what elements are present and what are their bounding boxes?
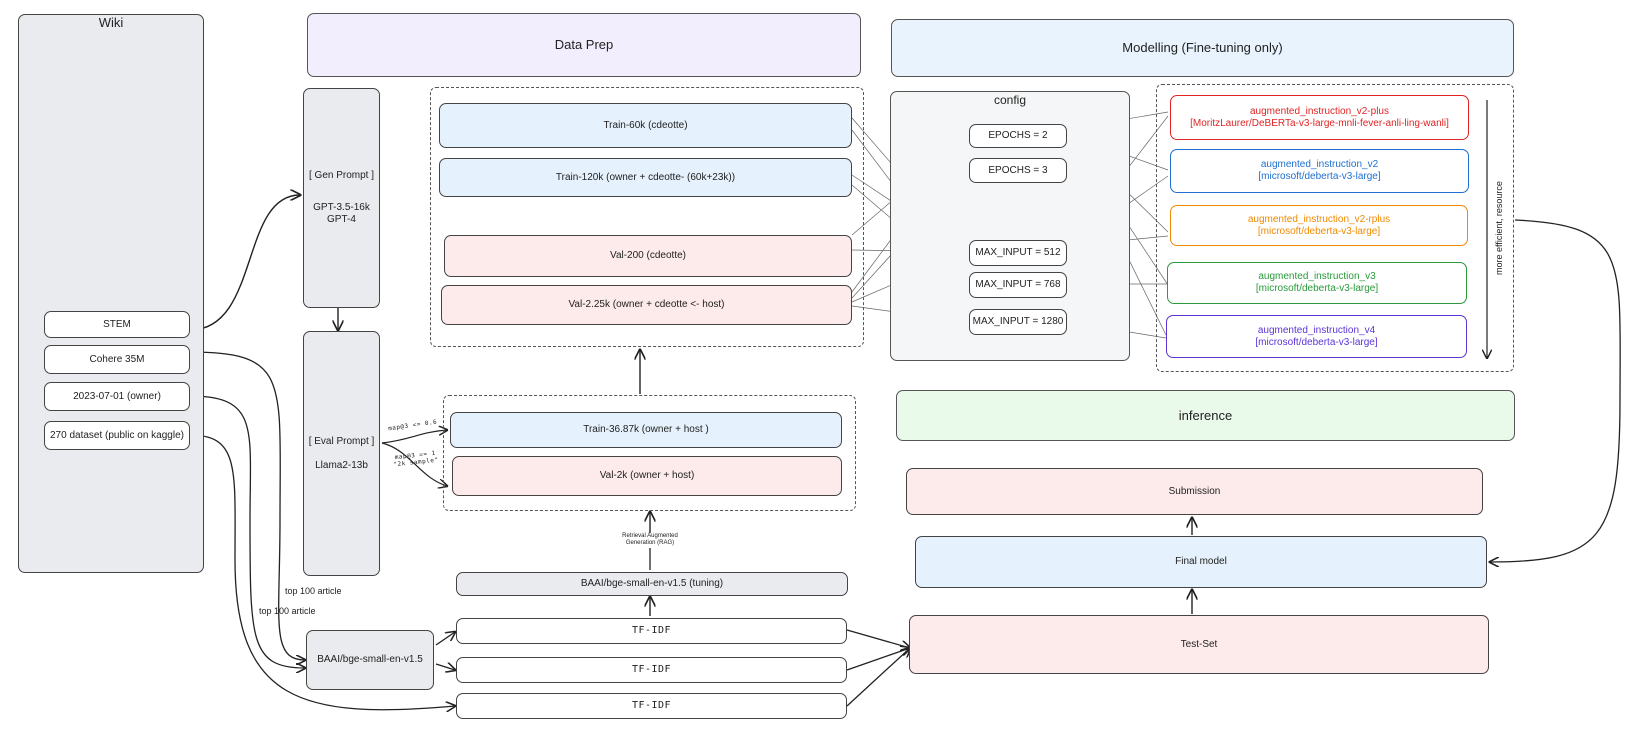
arrow-models-to-final <box>1490 219 1621 562</box>
wiki-item-270-dataset[interactable]: 270 dataset (public on kaggle) <box>44 421 190 450</box>
tfidf-label: TF-IDF <box>631 700 672 711</box>
config-label: MAX_INPUT = 512 <box>975 247 1061 258</box>
dataset-label: Train-60k (cdeotte) <box>603 119 688 131</box>
dataset-label: Train-120k (owner + cdeotte- (60k+23k)) <box>555 171 736 183</box>
eval-prompt-model: Llama2-13b <box>315 459 368 471</box>
dataset-label: Val-200 (cdeotte) <box>610 250 686 261</box>
arrow-stem-to-gen <box>189 195 300 331</box>
rag-label: Retrieval Augmented Generation (RAG) <box>622 533 678 546</box>
arrow-270-to-tfidf <box>189 434 455 710</box>
dataset-label: Val-2k (owner + host) <box>599 470 695 481</box>
model-v2-plus[interactable]: augmented_instruction_v2-plus [MoritzLau… <box>1170 95 1469 140</box>
submission-label: Submission <box>1168 485 1221 497</box>
wiki-title: Wiki <box>98 15 124 30</box>
submission-box[interactable]: Submission <box>906 468 1483 515</box>
model-name: augmented_instruction_v4 <box>1257 324 1376 336</box>
data-prep-title: Data Prep <box>554 37 614 52</box>
wiki-item-stem[interactable]: STEM <box>44 311 190 338</box>
test-set-label: Test-Set <box>1180 638 1218 650</box>
dataset-val-200[interactable]: Val-200 (cdeotte) <box>444 235 852 277</box>
tfidf-box-3[interactable]: TF-IDF <box>456 693 847 719</box>
bge-label: BAAI/bge-small-en-v1.5 <box>317 654 423 665</box>
gen-prompt-title: [ Gen Prompt ] <box>308 170 375 181</box>
dataset-train-60k[interactable]: Train-60k (cdeotte) <box>439 103 852 148</box>
inference-title: inference <box>1178 407 1233 423</box>
model-v4[interactable]: augmented_instruction_v4 [microsoft/debe… <box>1166 315 1467 358</box>
tfidf-box-1[interactable]: TF-IDF <box>456 618 847 644</box>
config-max-input-768[interactable]: MAX_INPUT = 768 <box>969 272 1067 298</box>
gen-prompt-box: [ Gen Prompt ] GPT-3.5-16k GPT-4 <box>303 88 380 308</box>
dataset-label: Train-36.87k (owner + host ) <box>583 424 709 435</box>
arrow-eval-to-train36k <box>381 430 447 444</box>
arrow-eval-to-val2k <box>381 442 447 486</box>
dataset-label: Val-2.25k (owner + cdeotte <- host) <box>568 299 725 310</box>
eval-set-group <box>443 395 856 511</box>
config-label: MAX_INPUT = 768 <box>975 279 1061 290</box>
eval-prompt-title: [ Eval Prompt ] <box>308 435 375 447</box>
tfidf-label: TF-IDF <box>631 664 672 675</box>
model-base: [microsoft/deberta-v3-large] <box>1255 336 1378 348</box>
top-article-label-2: top 100 article <box>259 606 316 616</box>
arrow-cohere-to-bge <box>189 351 305 660</box>
model-v2[interactable]: augmented_instruction_v2 [microsoft/debe… <box>1170 149 1469 193</box>
config-max-input-512[interactable]: MAX_INPUT = 512 <box>969 240 1067 266</box>
wiki-item-cohere[interactable]: Cohere 35M <box>44 345 190 374</box>
tfidf-label: TF-IDF <box>631 625 672 636</box>
final-model-label: Final model <box>1175 556 1227 567</box>
model-base: [microsoft/deberta-v3-large] <box>1255 283 1379 294</box>
wiki-item-label: STEM <box>103 318 131 330</box>
bge-box[interactable]: BAAI/bge-small-en-v1.5 <box>306 630 434 690</box>
dataset-train-120k[interactable]: Train-120k (owner + cdeotte- (60k+23k)) <box>439 158 852 197</box>
model-name: augmented_instruction_v2-plus <box>1250 105 1389 117</box>
wiki-item-owner[interactable]: 2023-07-01 (owner) <box>44 382 190 411</box>
arrow-bge-to-tfidf2 <box>435 664 455 670</box>
wiki-item-label: Cohere 35M <box>89 353 145 365</box>
config-title: config <box>993 93 1027 107</box>
model-name: augmented_instruction_v2-rplus <box>1247 213 1391 225</box>
wiki-item-label: 270 dataset (public on kaggle) <box>50 429 184 441</box>
model-name: augmented_instruction_v3 <box>1258 271 1376 282</box>
dataset-train-36k[interactable]: Train-36.87k (owner + host ) <box>450 412 842 448</box>
modelling-title: Modelling (Fine-tuning only) <box>1122 40 1283 55</box>
gen-prompt-models: GPT-3.5-16k GPT-4 <box>313 202 370 225</box>
top-article-label-1: top 100 article <box>285 586 342 596</box>
efficiency-label: more efficient, resource <box>1494 181 1504 275</box>
wiki-panel: Wiki <box>18 14 204 573</box>
wiki-item-label: 2023-07-01 (owner) <box>73 390 161 402</box>
arrow-tfidf3-to-test <box>846 648 910 707</box>
bge-tuning-box[interactable]: BAAI/bge-small-en-v1.5 (tuning) <box>456 572 848 596</box>
model-v3[interactable]: augmented_instruction_v3 [microsoft/debe… <box>1167 262 1467 304</box>
inference-header: inference <box>896 390 1515 441</box>
config-epochs-2[interactable]: EPOCHS = 2 <box>969 124 1067 148</box>
config-label: EPOCHS = 3 <box>988 164 1048 176</box>
modelling-header: Modelling (Fine-tuning only) <box>891 19 1514 77</box>
model-base: [microsoft/deberta-v3-large] <box>1257 225 1381 237</box>
arrow-bge-to-tfidf1 <box>435 632 455 646</box>
data-prep-header: Data Prep <box>307 13 861 77</box>
eval-prompt-box: [ Eval Prompt ] Llama2-13b <box>303 331 380 576</box>
config-epochs-3[interactable]: EPOCHS = 3 <box>969 158 1067 183</box>
bge-tuning-label: BAAI/bge-small-en-v1.5 (tuning) <box>580 578 724 589</box>
test-set-box[interactable]: Test-Set <box>909 615 1489 674</box>
model-name: augmented_instruction_v2 <box>1260 159 1379 170</box>
dataset-group <box>430 87 864 347</box>
config-label: EPOCHS = 2 <box>988 130 1048 141</box>
config-label: MAX_INPUT = 1280 <box>972 316 1064 327</box>
models-group <box>1156 84 1514 372</box>
dataset-val-2k[interactable]: Val-2k (owner + host) <box>452 456 842 496</box>
arrow-tfidf2-to-test <box>846 648 910 671</box>
arrow-tfidf1-to-test <box>846 629 910 648</box>
model-base: [microsoft/deberta-v3-large] <box>1258 171 1381 182</box>
model-base: [MoritzLaurer/DeBERTa-v3-large-mnli-feve… <box>1190 117 1449 129</box>
final-model-box[interactable]: Final model <box>915 536 1487 588</box>
arrow-owner-to-bge <box>189 395 305 668</box>
tfidf-box-2[interactable]: TF-IDF <box>456 657 847 683</box>
model-v2-rplus[interactable]: augmented_instruction_v2-rplus [microsof… <box>1170 205 1468 246</box>
dataset-val-2-25k[interactable]: Val-2.25k (owner + cdeotte <- host) <box>441 285 852 325</box>
config-max-input-1280[interactable]: MAX_INPUT = 1280 <box>969 309 1067 335</box>
